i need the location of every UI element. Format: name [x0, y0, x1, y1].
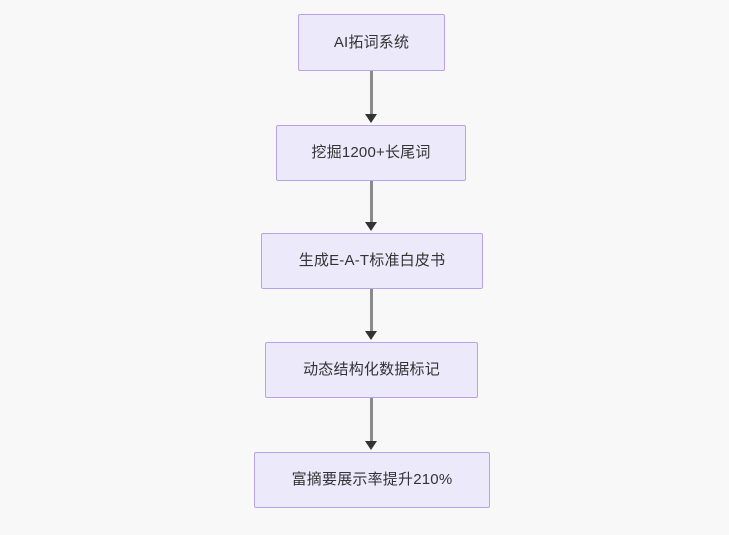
flow-node-4[interactable]: 动态结构化数据标记	[265, 342, 478, 398]
flow-edge-2-3	[370, 181, 373, 224]
flow-edge-2-3-arrowhead	[365, 222, 377, 231]
flow-edge-3-4	[370, 289, 373, 333]
flow-node-2[interactable]: 挖掘1200+长尾词	[276, 125, 466, 181]
flow-edge-4-5-arrowhead	[365, 441, 377, 450]
flow-node-5[interactable]: 富摘要展示率提升210%	[254, 452, 490, 508]
flow-node-5-label: 富摘要展示率提升210%	[291, 471, 453, 488]
flow-node-3-label: 生成E-A-T标准白皮书	[298, 252, 446, 269]
flow-edge-3-4-arrowhead	[365, 331, 377, 340]
flow-node-4-label: 动态结构化数据标记	[303, 361, 440, 378]
flow-node-1-label: AI拓词系统	[333, 33, 410, 51]
flow-node-1[interactable]: AI拓词系统	[298, 14, 445, 71]
flow-edge-1-2-arrowhead	[365, 114, 377, 123]
flow-node-3[interactable]: 生成E-A-T标准白皮书	[261, 233, 483, 289]
flow-edge-4-5	[370, 398, 373, 442]
flow-edge-1-2	[370, 71, 373, 116]
flow-node-2-label: 挖掘1200+长尾词	[311, 144, 431, 161]
